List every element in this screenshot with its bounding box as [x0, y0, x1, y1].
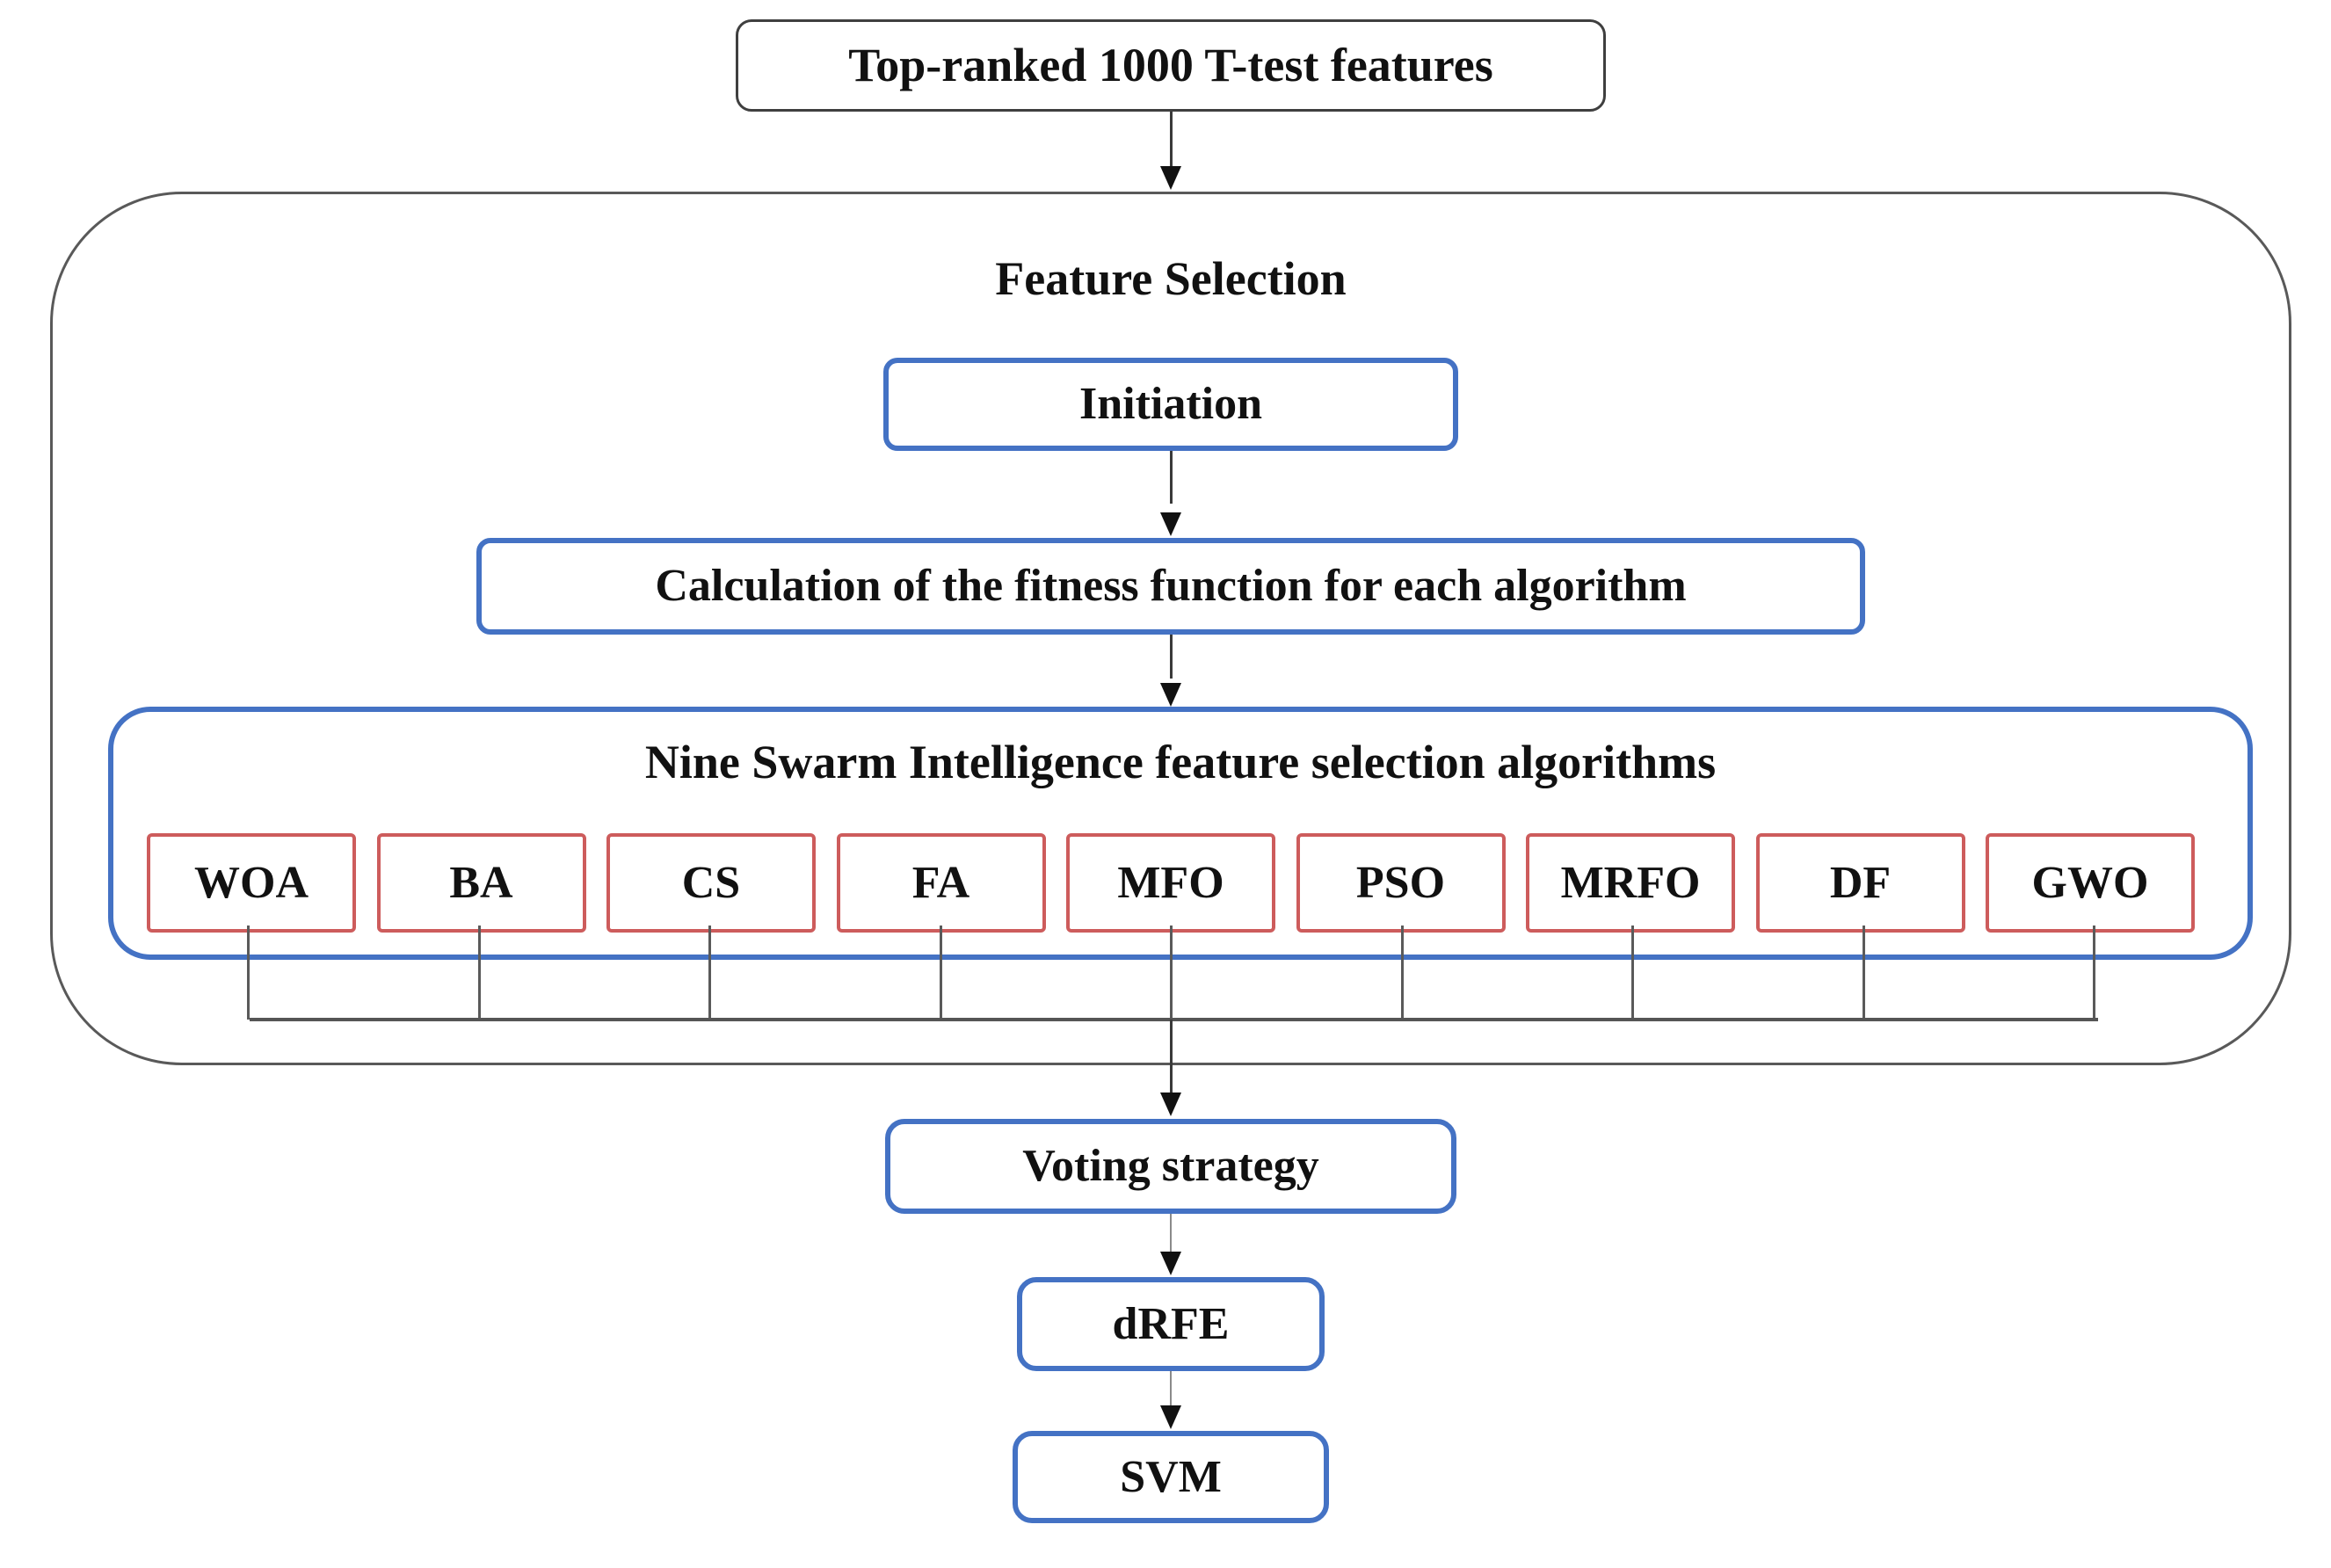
algorithm-box-mfo: MFO	[1066, 833, 1275, 933]
arrowhead-icon	[1160, 166, 1181, 190]
swarm-container-title: Nine Swarm Intelligence feature selectio…	[644, 736, 1717, 788]
algorithm-row: WOA BA CS FA MFO PSO MRFO DF GWO	[147, 833, 2195, 933]
algorithm-box-mrfo: MRFO	[1526, 833, 1735, 933]
arrowhead-icon	[1160, 1405, 1181, 1429]
feature-selection-title: Feature Selection	[995, 252, 1347, 305]
connector-line	[1170, 635, 1173, 679]
voting-strategy-box: Voting strategy	[885, 1119, 1456, 1214]
drfe-box: dRFE	[1017, 1277, 1325, 1371]
connector-line	[1170, 1020, 1173, 1094]
algorithm-box-gwo: GWO	[1986, 833, 2195, 933]
connector-line	[1170, 112, 1173, 168]
fitness-calculation-box: Calculation of the fitness function for …	[476, 538, 1865, 635]
connector-line	[478, 926, 481, 1020]
connector-line	[1170, 451, 1173, 504]
connector-line	[1170, 926, 1173, 1020]
arrowhead-icon	[1160, 1093, 1181, 1116]
connector-line	[1170, 1214, 1172, 1253]
connector-line	[1170, 1371, 1172, 1408]
initiation-box: Initiation	[883, 358, 1458, 451]
algorithm-box-fa: FA	[836, 833, 1046, 933]
algorithm-box-woa: WOA	[147, 833, 356, 933]
connector-line	[1863, 926, 1865, 1020]
algorithm-box-cs: CS	[606, 833, 816, 933]
connector-line	[1401, 926, 1404, 1020]
algorithm-box-ba: BA	[376, 833, 586, 933]
top-ranked-features-box: Top-ranked 1000 T-test features	[736, 19, 1606, 112]
voting-bus-line	[250, 1018, 2098, 1021]
arrowhead-icon	[1160, 512, 1181, 536]
connector-line	[708, 926, 711, 1020]
connector-line	[1631, 926, 1634, 1020]
connector-line	[247, 926, 250, 1020]
svm-box: SVM	[1013, 1431, 1329, 1523]
arrowhead-icon	[1160, 1252, 1181, 1275]
algorithm-box-pso: PSO	[1296, 833, 1506, 933]
algorithm-box-df: DF	[1755, 833, 1965, 933]
connector-line	[940, 926, 942, 1020]
connector-line	[2093, 926, 2095, 1020]
arrowhead-icon	[1160, 683, 1181, 707]
